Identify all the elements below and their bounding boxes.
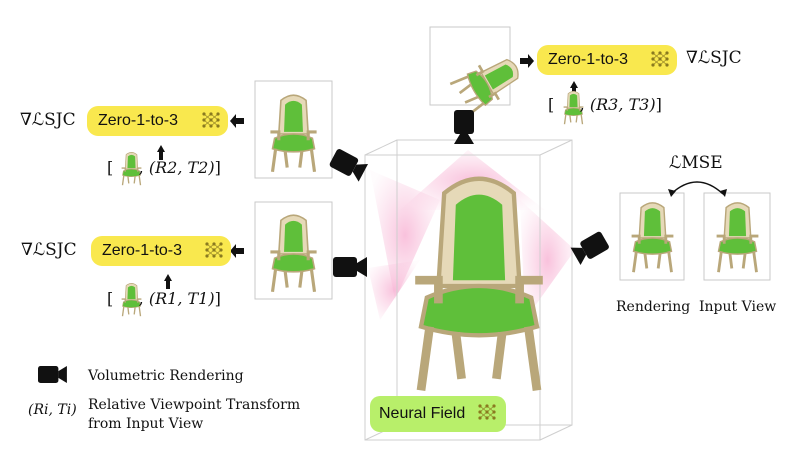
camera-icon <box>328 148 369 182</box>
network-icon <box>205 242 223 258</box>
camera-icon <box>454 110 474 144</box>
loss-sjc-left-upper: ∇ℒSJC <box>20 110 76 130</box>
condition-left-upper: [ , (R2, T2)] <box>107 158 221 177</box>
camera-icon <box>333 257 367 277</box>
zero123-pill-left-upper: Zero-1-to-3 <box>87 106 228 136</box>
frustum-left-upper <box>370 170 440 300</box>
legend-relative-line2: from Input View <box>88 416 204 432</box>
network-icon <box>478 404 496 420</box>
frustum-right <box>520 200 575 320</box>
zero123-pill-top: Zero-1-to-3 <box>537 45 677 75</box>
input-view-caption: Input View <box>699 299 777 315</box>
legend-symbol: (Ri, Ti) <box>28 402 77 418</box>
network-icon <box>202 112 220 128</box>
network-icon <box>651 51 669 67</box>
pill-label: Zero-1-to-3 <box>548 51 629 68</box>
loss-sjc-top: ∇ℒSJC <box>686 48 742 68</box>
legend-volumetric-label: Volumetric Rendering <box>88 368 244 384</box>
zero123-pill-left-lower: Zero-1-to-3 <box>91 236 231 266</box>
legend-relative-line1: Relative Viewpoint Transform <box>88 397 301 413</box>
legend-camera-icon <box>38 366 67 383</box>
pill-label: Zero-1-to-3 <box>98 112 179 129</box>
frustum-left-lower <box>368 260 420 320</box>
pill-label: Zero-1-to-3 <box>102 242 183 259</box>
arrow-icon <box>157 54 578 289</box>
neural-field-label: Neural Field <box>379 405 466 422</box>
condition-top: [ , (R3, T3)] <box>548 95 662 114</box>
camera-icon <box>570 230 610 265</box>
loss-mse: ℒMSE <box>669 153 723 173</box>
loss-sjc-left-lower: ∇ℒSJC <box>21 240 77 260</box>
rendering-caption: Rendering <box>616 299 691 315</box>
neural-field-pill: Neural Field <box>370 396 506 432</box>
mse-arrow-icon <box>670 181 724 195</box>
condition-left-lower: [ , (R1, T1)] <box>107 289 221 308</box>
